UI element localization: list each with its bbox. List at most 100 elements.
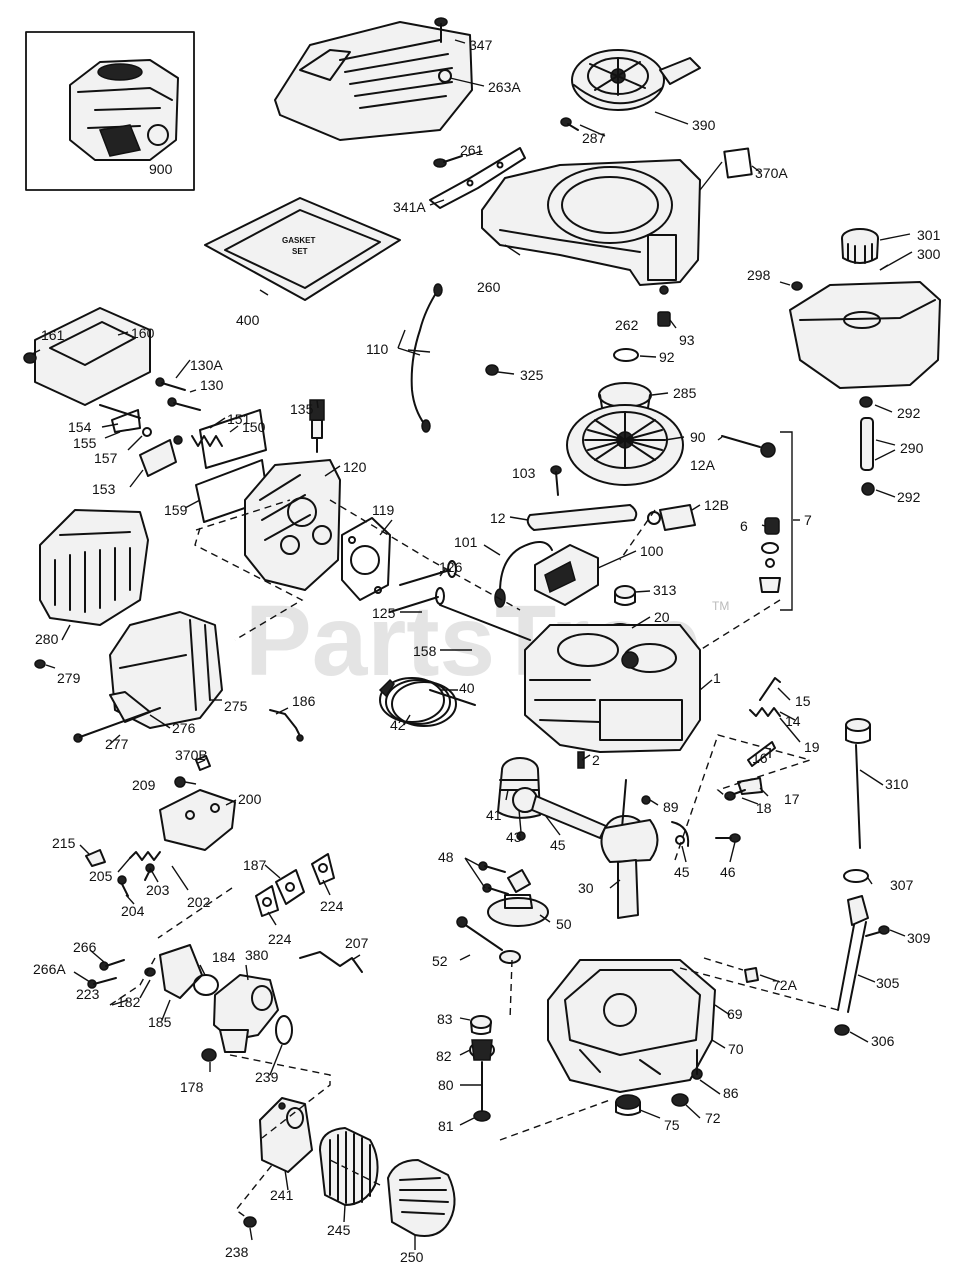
- oil-sump-70: [547, 959, 716, 1093]
- label-261: 261: [460, 142, 484, 158]
- label-298: 298: [747, 267, 771, 283]
- nut-178: [201, 1048, 217, 1062]
- fuel-tank: [789, 281, 941, 389]
- cylinder-head-120: [244, 459, 341, 591]
- governor-lever-16: [747, 741, 776, 767]
- screw-277: [73, 707, 161, 743]
- label-245: 245: [327, 1222, 351, 1238]
- air-filter-base-241: [259, 1097, 313, 1173]
- label-325: 325: [520, 367, 544, 383]
- spark-plug-135: [309, 399, 325, 453]
- rewind-starter: [571, 49, 701, 111]
- valve-cover-160: [23, 307, 151, 406]
- spring-205: [129, 851, 161, 861]
- label-238: 238: [225, 1244, 249, 1260]
- label-2: 2: [592, 752, 600, 768]
- label-205: 205: [89, 868, 113, 884]
- label-292-bottom: 292: [897, 489, 921, 505]
- label-182: 182: [117, 994, 141, 1010]
- label-19: 19: [804, 739, 820, 755]
- label-307: 307: [890, 877, 914, 893]
- part-6: [764, 517, 780, 535]
- label-126: 126: [439, 559, 463, 575]
- clip-186-end: [296, 734, 304, 742]
- valve-126: [399, 560, 457, 586]
- pin-89: [641, 795, 651, 805]
- link-15: [759, 677, 781, 701]
- label-276: 276: [172, 720, 196, 736]
- seal-75: [615, 1094, 641, 1116]
- cap-83: [470, 1015, 492, 1035]
- filter-element-245: [319, 1127, 379, 1206]
- wire-terminal-bottom: [421, 419, 431, 433]
- label-119: 119: [372, 502, 395, 518]
- label-41: 41: [486, 807, 502, 823]
- oring-307: [843, 869, 869, 883]
- label-306: 306: [871, 1033, 895, 1049]
- drain-plug-72: [671, 1093, 689, 1107]
- head-gasket-119: [341, 517, 391, 601]
- screw-309: [865, 925, 890, 937]
- svg-text:SET: SET: [292, 247, 308, 256]
- label-110: 110: [366, 341, 389, 357]
- label-17: 17: [784, 791, 800, 807]
- label-203: 203: [146, 882, 170, 898]
- label-81: 81: [438, 1118, 454, 1134]
- label-70: 70: [728, 1041, 744, 1057]
- label-48: 48: [438, 849, 454, 865]
- screw-203: [144, 863, 155, 881]
- label-86: 86: [723, 1085, 739, 1101]
- gasket-set: GASKET SET: [204, 197, 401, 301]
- screw-48-b: [482, 883, 509, 895]
- label-20: 20: [654, 609, 670, 625]
- label-43: 43: [506, 829, 522, 845]
- label-185: 185: [148, 1014, 172, 1030]
- label-80: 80: [438, 1077, 454, 1093]
- label-279: 279: [57, 670, 81, 686]
- filter-cover-250: [387, 1159, 456, 1237]
- label-305: 305: [876, 975, 900, 991]
- dowel-2: [577, 751, 585, 769]
- screw-48-a: [478, 861, 506, 873]
- screw-262: [659, 285, 669, 295]
- pin-40: [429, 689, 476, 706]
- label-72A: 72A: [772, 977, 798, 993]
- blower-housing-cover: [274, 21, 473, 141]
- decal-370A: [723, 147, 753, 179]
- label-12B: 12B: [704, 497, 729, 513]
- gasket-187: [275, 869, 305, 905]
- label-135: 135: [290, 401, 314, 417]
- label-159: 159: [164, 502, 188, 518]
- label-12A-visible: 12A: [690, 457, 716, 473]
- label-300: 300: [917, 246, 941, 262]
- label-52: 52: [432, 953, 448, 969]
- cylinder-shroud-280: [39, 509, 149, 626]
- label-160: 160: [131, 325, 155, 341]
- label-151: 151: [227, 411, 251, 427]
- gasket-224-left: [255, 885, 279, 917]
- clip-215: [85, 849, 106, 867]
- choke-12A: [721, 435, 776, 458]
- fuel-line-290: [860, 417, 874, 471]
- label-370B: 370B: [175, 747, 208, 763]
- oring-81: [473, 1110, 491, 1122]
- screw-130: [167, 397, 201, 411]
- label-161: 161: [41, 327, 65, 343]
- oring-306: [834, 1024, 850, 1036]
- ignition-module-100: [534, 544, 599, 606]
- fuel-cap-301: [841, 228, 879, 264]
- label-202: 202: [187, 894, 211, 910]
- label-207: 207: [345, 935, 369, 951]
- washer-92: [613, 348, 639, 362]
- label-224-right: 224: [320, 898, 344, 914]
- watermark-trademark: TM: [712, 599, 729, 613]
- gasket-150: [199, 409, 267, 469]
- label-301: 301: [917, 227, 941, 243]
- label-154: 154: [68, 419, 92, 435]
- spring-14: [749, 707, 781, 717]
- ground-wire: [410, 289, 439, 426]
- bracket-7: [780, 431, 793, 611]
- governor-gear-50: [487, 869, 549, 927]
- label-18: 18: [756, 800, 772, 816]
- clamp-292-bottom: [861, 482, 875, 496]
